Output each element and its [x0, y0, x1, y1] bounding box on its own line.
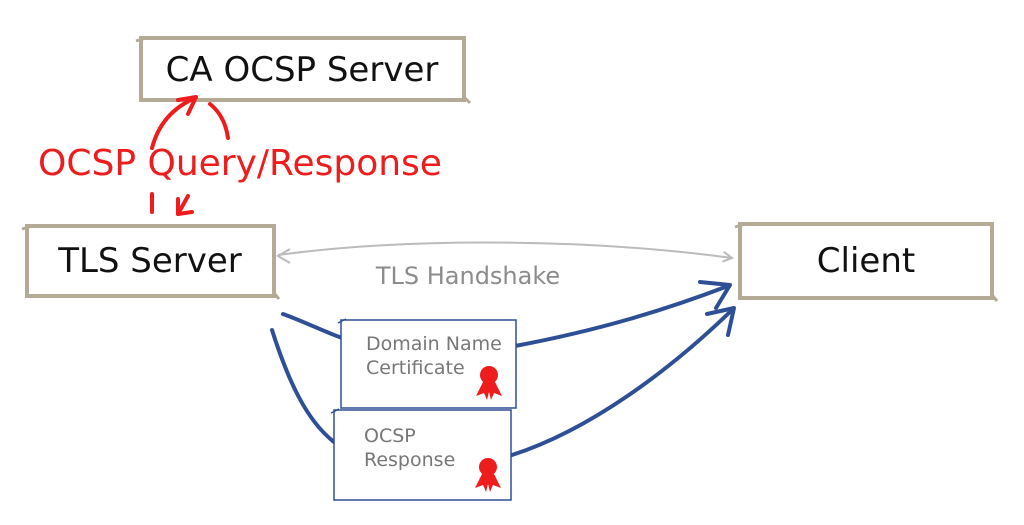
ocsp-response-flow-out	[510, 308, 734, 457]
client-label: Client	[817, 241, 915, 281]
certificate-document: Domain Name Certificate	[337, 318, 517, 409]
certificate-flow-out	[513, 284, 730, 348]
ocsp-response-arrowhead	[176, 197, 194, 216]
stapled-flow	[270, 280, 736, 457]
ocsp-response-seal-icon	[475, 458, 501, 492]
tls-server-box	[25, 224, 276, 298]
ocsp-response-flow-in	[270, 328, 336, 444]
tls-handshake-connector: TLS Handshake	[276, 241, 732, 290]
tls-handshake-label: TLS Handshake	[375, 262, 560, 290]
ocsp-response-line2: Response	[364, 449, 455, 471]
tls-server-label: TLS Server	[57, 241, 242, 281]
ca-ocsp-server-node: CA OCSP Server	[135, 36, 472, 105]
certificate-arrowhead	[698, 280, 732, 310]
tls-server-node: TLS Server	[21, 224, 281, 300]
client-node: Client	[734, 222, 999, 302]
tls-handshake-arrowhead-left	[276, 248, 291, 264]
certificate-flow-in	[281, 312, 344, 340]
certificate-seal-icon	[476, 366, 502, 400]
certificate-line2: Certificate	[366, 357, 465, 379]
ocsp-query-arrows: OCSP Query/Response	[38, 95, 442, 216]
ocsp-response-line1: OCSP	[364, 425, 416, 447]
certificate-line1: Domain Name	[366, 333, 502, 355]
ocsp-response-arrowhead	[705, 306, 736, 337]
ocsp-response-arc	[208, 102, 230, 140]
ca-ocsp-server-label: CA OCSP Server	[166, 50, 439, 90]
ocsp-response-document: OCSP Response	[330, 408, 512, 501]
tls-handshake-arrow	[277, 241, 732, 258]
ocsp-query-label: OCSP Query/Response	[38, 143, 442, 184]
ocsp-query-arrow-up	[150, 96, 197, 150]
ca-ocsp-server-box	[139, 36, 466, 102]
ocsp-query-arrowhead	[176, 95, 198, 116]
client-box	[738, 222, 994, 300]
